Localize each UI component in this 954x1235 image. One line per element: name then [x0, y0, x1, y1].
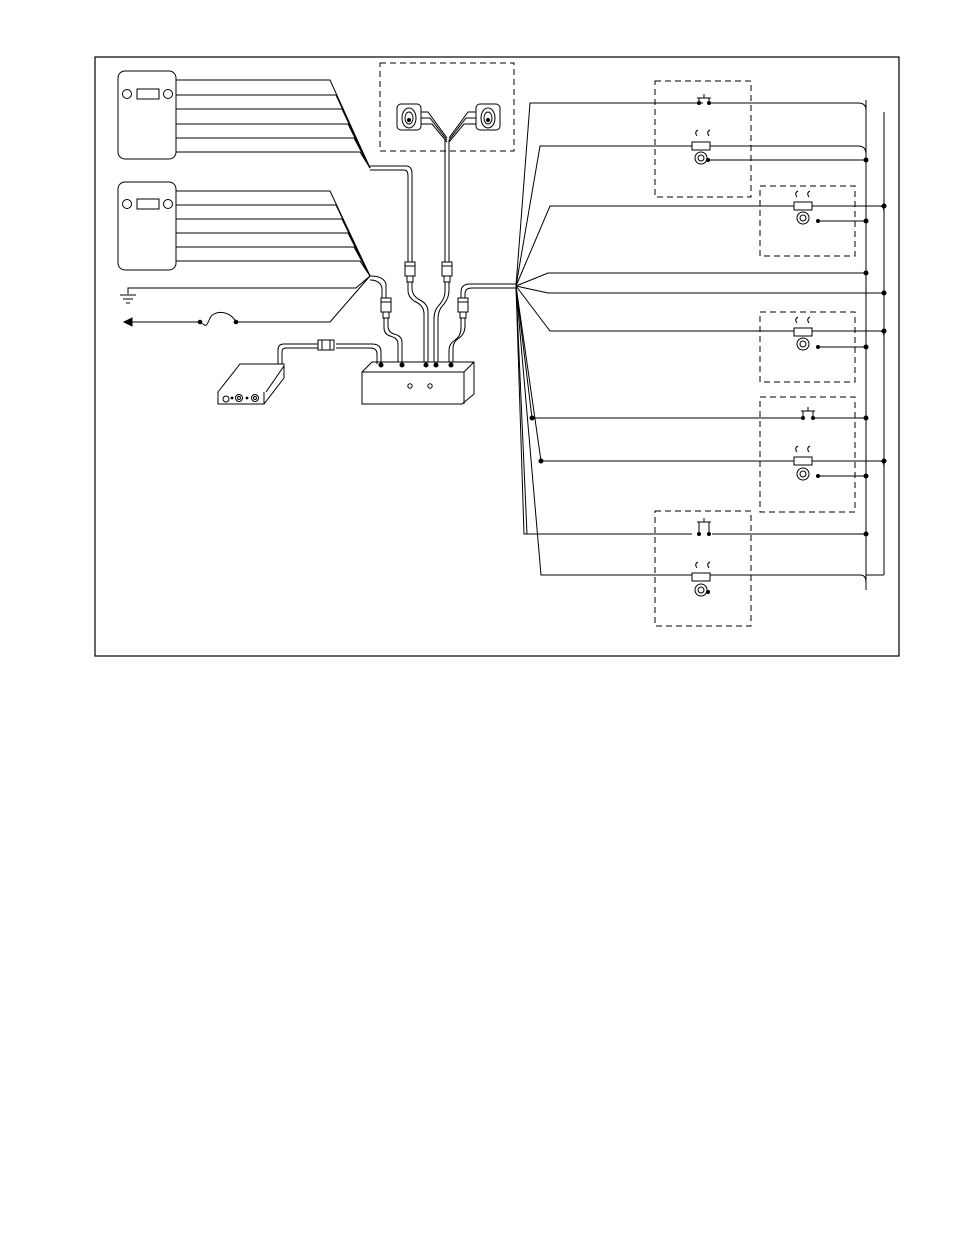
right-fanout [516, 103, 884, 575]
right-toggle-switch-icon [476, 104, 500, 130]
solenoid-valve-icon [794, 191, 820, 224]
solenoid-valve-icon [794, 446, 820, 480]
ground-terminal [120, 276, 370, 303]
solenoid-valve-icon [794, 317, 820, 350]
solenoid-valve-icon [692, 562, 710, 596]
switch-assembly-4 [760, 397, 855, 512]
lower-control-panel [118, 182, 370, 276]
power-lead-with-fuse [124, 276, 370, 326]
remote-controller-unit [218, 340, 381, 404]
switch-assembly-1 [655, 81, 751, 197]
upper-control-panel [118, 71, 370, 168]
pushbutton-icon [697, 518, 711, 536]
pushbutton-icon [697, 94, 711, 105]
pushbutton-icon [801, 407, 815, 420]
harness-connectors [381, 262, 468, 318]
main-harness [370, 166, 412, 300]
solenoid-valve-icon [692, 130, 710, 164]
switch-assembly-5 [655, 511, 751, 626]
dual-switch-assembly [380, 63, 514, 262]
junction-box [362, 362, 474, 404]
left-toggle-switch-icon [397, 104, 421, 130]
harness-to-box [384, 282, 516, 364]
diagram-frame [95, 57, 899, 656]
